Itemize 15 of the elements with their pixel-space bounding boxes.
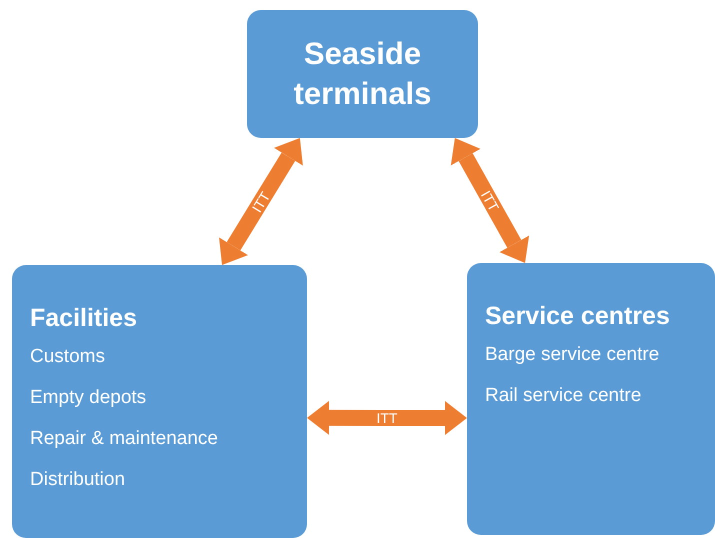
- double-arrow: [219, 138, 303, 265]
- box-heading: Facilities: [30, 303, 137, 333]
- rounded-box: [12, 265, 307, 538]
- list-item: Customs: [30, 345, 105, 369]
- list-item: Empty depots: [30, 386, 146, 410]
- double-arrow: [307, 400, 467, 436]
- list-item: Repair & maintenance: [30, 427, 218, 451]
- list-item: Rail service centre: [485, 384, 642, 408]
- rounded-box: [247, 10, 478, 138]
- rounded-box: [467, 263, 715, 535]
- double-arrow: [450, 138, 530, 263]
- box-heading: Service centres: [485, 301, 670, 331]
- list-item: Distribution: [30, 468, 126, 492]
- list-item: Barge service centre: [485, 343, 660, 367]
- box-title: Seaside terminals: [292, 35, 432, 113]
